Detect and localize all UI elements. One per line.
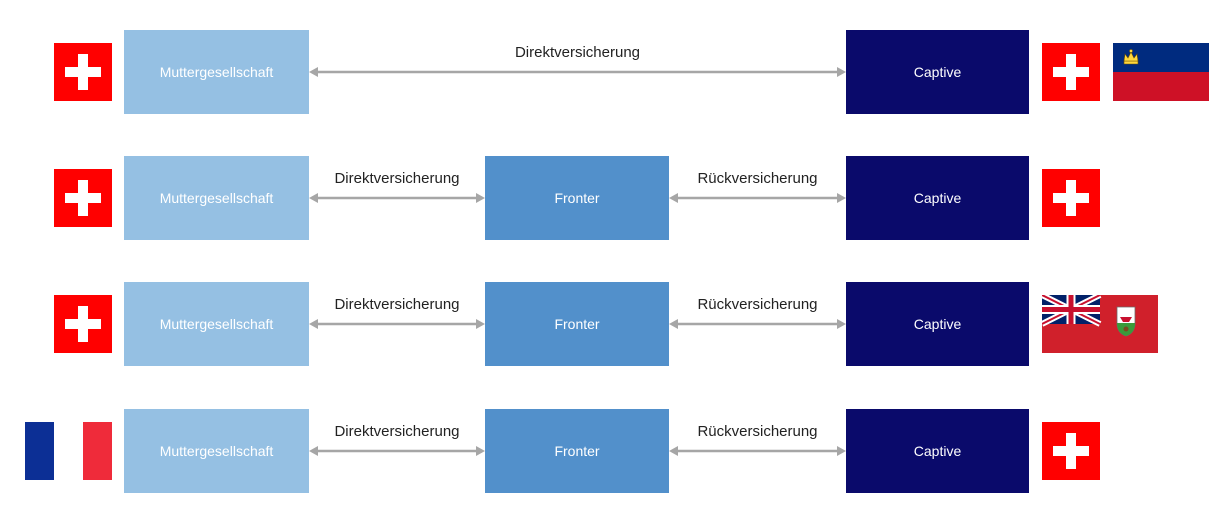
captive-box: Captive <box>846 282 1029 366</box>
switzerland-flag-icon <box>1042 169 1100 227</box>
switzerland-flag-icon <box>1042 43 1100 101</box>
parent-company-box: Muttergesellschaft <box>124 30 309 114</box>
double-arrow <box>309 66 846 78</box>
parent-company-box: Muttergesellschaft <box>124 409 309 493</box>
fronter-box: Fronter <box>485 409 669 493</box>
direct-insurance-label: Direktversicherung <box>334 170 460 187</box>
double-arrow <box>309 318 485 330</box>
parent-company-box: Muttergesellschaft <box>124 282 309 366</box>
direct-insurance-label: Direktversicherung <box>514 44 641 61</box>
captive-box: Captive <box>846 156 1029 240</box>
switzerland-flag-icon <box>54 43 112 101</box>
reinsurance-label: Rückversicherung <box>697 296 818 313</box>
switzerland-flag-icon <box>1042 422 1100 480</box>
liechtenstein-flag-icon <box>1113 43 1209 101</box>
france-flag-icon <box>25 422 112 480</box>
structure-row-direct: Muttergesellschaft Direktversicherung Ca… <box>0 30 1225 116</box>
switzerland-flag-icon <box>54 169 112 227</box>
double-arrow <box>309 192 485 204</box>
bermuda-flag-icon <box>1042 295 1158 353</box>
captive-box: Captive <box>846 30 1029 114</box>
captive-box: Captive <box>846 409 1029 493</box>
reinsurance-label: Rückversicherung <box>697 170 818 187</box>
structure-row-fronting-3: Muttergesellschaft Direktversicherung Fr… <box>0 409 1225 495</box>
double-arrow <box>669 192 846 204</box>
parent-company-box: Muttergesellschaft <box>124 156 309 240</box>
direct-insurance-label: Direktversicherung <box>334 423 460 440</box>
double-arrow <box>669 445 846 457</box>
reinsurance-label: Rückversicherung <box>697 423 818 440</box>
fronter-box: Fronter <box>485 282 669 366</box>
fronter-box: Fronter <box>485 156 669 240</box>
double-arrow <box>309 445 485 457</box>
structure-row-fronting-2: Muttergesellschaft Direktversicherung Fr… <box>0 282 1225 368</box>
structure-row-fronting-1: Muttergesellschaft Direktversicherung Fr… <box>0 156 1225 242</box>
switzerland-flag-icon <box>54 295 112 353</box>
double-arrow <box>669 318 846 330</box>
direct-insurance-label: Direktversicherung <box>334 296 460 313</box>
